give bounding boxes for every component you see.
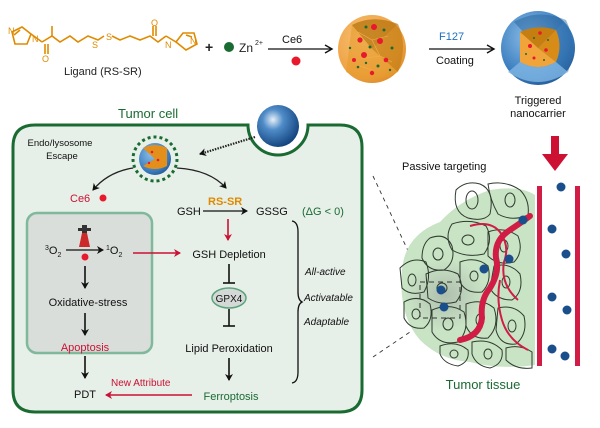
ferroptosis-label: Ferroptosis	[203, 391, 259, 403]
zinc-label: Zn	[239, 41, 253, 55]
product-label-line2: nanocarrier	[510, 108, 566, 120]
step2-bottom-label: Coating	[436, 55, 474, 67]
triggered-nanocarrier	[501, 11, 575, 85]
mof-nanoparticle	[338, 15, 406, 83]
escape-label-line1: Endo/lysosome	[28, 138, 93, 149]
arrow-to-ce6	[92, 167, 134, 191]
ligand-label: Ligand (RS-SR)	[64, 66, 142, 78]
pdt-box	[25, 211, 154, 355]
step2-top-label: F127	[439, 31, 464, 43]
inhibit-lipid-symbol	[223, 309, 235, 327]
tumor-tissue	[399, 182, 580, 369]
attribute-adaptable: Adaptable	[303, 317, 349, 328]
o2-triplet: 3O2	[45, 245, 61, 259]
tumor-tissue-label: Tumor tissue	[446, 377, 521, 392]
laser-icon	[78, 225, 91, 247]
lipid-peroxidation-label: Lipid Peroxidation	[185, 343, 272, 355]
apoptosis-label: Apoptosis	[61, 342, 110, 354]
ce6-photosensitizer-dot	[81, 253, 89, 261]
tissue-arrow	[542, 136, 568, 171]
imidazole-ring-right	[174, 32, 198, 51]
atom-n: N	[190, 36, 197, 46]
zoom-line-top	[372, 175, 411, 256]
escape-label-line2: Escape	[46, 151, 78, 162]
atom-o: O	[151, 18, 158, 28]
zinc-ion-dot	[224, 42, 234, 52]
gpx4-node	[211, 287, 247, 309]
rssr-label: RS-SR	[208, 196, 242, 208]
ce6-label: Ce6	[70, 193, 90, 205]
plus-sign: +	[205, 39, 213, 55]
endosome	[131, 135, 179, 183]
delta-g-label: (ΔG < 0)	[302, 206, 344, 218]
passive-targeting-label: Passive targeting	[402, 161, 486, 173]
product-label-line1: Triggered	[515, 95, 562, 107]
atom-o: O	[42, 54, 49, 64]
gsh-depletion-label: GSH Depletion	[192, 249, 265, 261]
arrow-to-rssr	[176, 167, 227, 189]
step1-label: Ce6	[282, 34, 302, 46]
atom-n: N	[32, 34, 39, 44]
tumor-cell-title: Tumor cell	[118, 106, 178, 121]
zoom-line-bottom	[372, 331, 411, 358]
atom-s: S	[92, 40, 98, 50]
ce6-dot	[99, 194, 107, 202]
atom-n: N	[8, 26, 15, 36]
zinc-charge: 2+	[255, 40, 263, 47]
imidazole-ring-left	[11, 26, 32, 45]
gpx4-label: GPX4	[216, 294, 243, 305]
attribute-activatable: Activatable	[303, 293, 353, 304]
o2-singlet: 1O2	[106, 245, 122, 259]
uptake-dotted-arrow	[199, 135, 256, 157]
ligand-structure	[11, 26, 198, 54]
oxidative-stress-label: Oxidative-stress	[49, 297, 128, 309]
inhibit-gpx4-symbol	[223, 264, 235, 284]
gssg-label: GSSG	[256, 206, 288, 218]
attribute-all-active: All-active	[304, 267, 346, 278]
pdt-label: PDT	[74, 389, 96, 401]
gsh-label: GSH	[177, 206, 201, 218]
zoom-highlight-box	[419, 281, 461, 319]
nanocarrier-ball	[257, 105, 299, 147]
atom-n: N	[165, 40, 172, 50]
attributes-brace	[291, 220, 304, 384]
new-attribute-label: New Attribute	[111, 378, 171, 389]
ce6-dot	[291, 56, 301, 66]
atom-s: S	[106, 32, 112, 42]
